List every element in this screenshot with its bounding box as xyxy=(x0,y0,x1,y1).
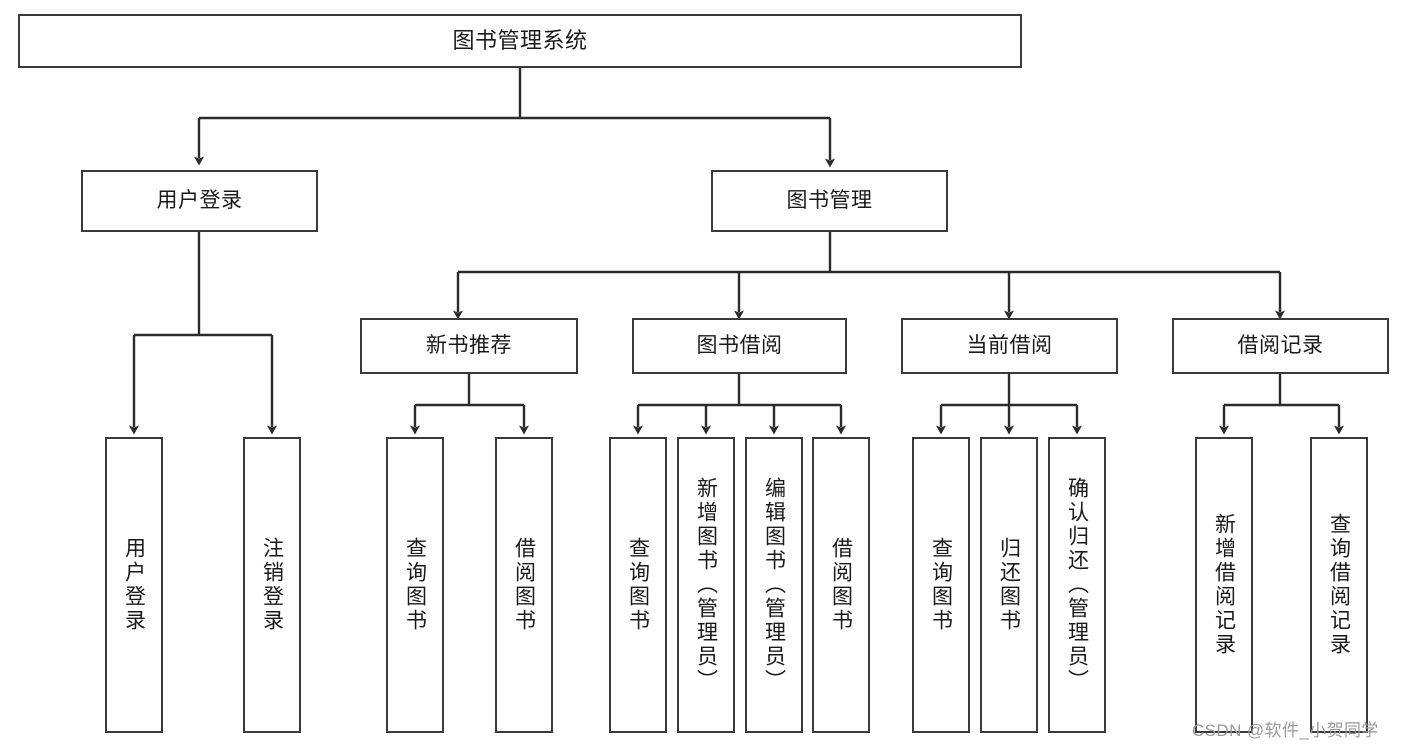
leaf-borrow-borrow-book[interactable]: 借阅图书 xyxy=(812,437,870,733)
leaf-user-login-signout[interactable]: 注销登录 xyxy=(243,437,301,733)
node-label: 当前借阅 xyxy=(966,334,1053,358)
node-label: 确认归还（管理员） xyxy=(1065,477,1089,693)
leaf-borrow-query-book[interactable]: 查询图书 xyxy=(609,437,667,733)
node-root-system[interactable]: 图书管理系统 xyxy=(18,14,1022,68)
node-book-management[interactable]: 图书管理 xyxy=(711,170,948,232)
leaf-record-add-record[interactable]: 新增借阅记录 xyxy=(1195,437,1253,733)
node-label: 借阅图书 xyxy=(512,537,536,633)
node-book-borrow[interactable]: 图书借阅 xyxy=(632,318,847,374)
node-label: 归还图书 xyxy=(997,537,1021,633)
node-current-borrow[interactable]: 当前借阅 xyxy=(901,318,1118,374)
node-label: 查询图书 xyxy=(626,537,650,633)
node-new-book-recommend[interactable]: 新书推荐 xyxy=(360,318,578,374)
leaf-recommend-query-book[interactable]: 查询图书 xyxy=(386,437,444,733)
node-label: 借阅图书 xyxy=(829,537,853,633)
leaf-record-query-record[interactable]: 查询借阅记录 xyxy=(1310,437,1368,733)
node-label: 查询图书 xyxy=(403,537,427,633)
csdn-watermark: CSDN @软件_小贺同学 xyxy=(1192,721,1379,740)
node-label: 编辑图书（管理员） xyxy=(762,477,786,693)
node-borrow-record[interactable]: 借阅记录 xyxy=(1172,318,1389,374)
node-label: 借阅记录 xyxy=(1237,334,1324,358)
node-label: 用户登录 xyxy=(122,537,146,633)
node-label: 图书借阅 xyxy=(696,334,783,358)
leaf-borrow-edit-book-admin[interactable]: 编辑图书（管理员） xyxy=(745,437,803,733)
node-label: 注销登录 xyxy=(260,537,284,633)
node-label: 新书推荐 xyxy=(426,334,512,358)
leaf-current-confirm-return-admin[interactable]: 确认归还（管理员） xyxy=(1048,437,1106,733)
node-label: 图书管理系统 xyxy=(452,28,588,54)
node-user-login[interactable]: 用户登录 xyxy=(81,170,318,232)
leaf-borrow-add-book-admin[interactable]: 新增图书（管理员） xyxy=(677,437,735,733)
node-label: 新增借阅记录 xyxy=(1212,513,1236,657)
leaf-current-return-book[interactable]: 归还图书 xyxy=(980,437,1038,733)
leaf-user-login-signin[interactable]: 用户登录 xyxy=(105,437,163,733)
leaf-current-query-book[interactable]: 查询图书 xyxy=(912,437,970,733)
node-label: 新增图书（管理员） xyxy=(694,477,718,693)
node-label: 查询图书 xyxy=(929,537,953,633)
leaf-recommend-borrow-book[interactable]: 借阅图书 xyxy=(495,437,553,733)
node-label: 用户登录 xyxy=(156,189,243,213)
node-label: 图书管理 xyxy=(786,189,873,213)
node-label: 查询借阅记录 xyxy=(1327,513,1351,657)
